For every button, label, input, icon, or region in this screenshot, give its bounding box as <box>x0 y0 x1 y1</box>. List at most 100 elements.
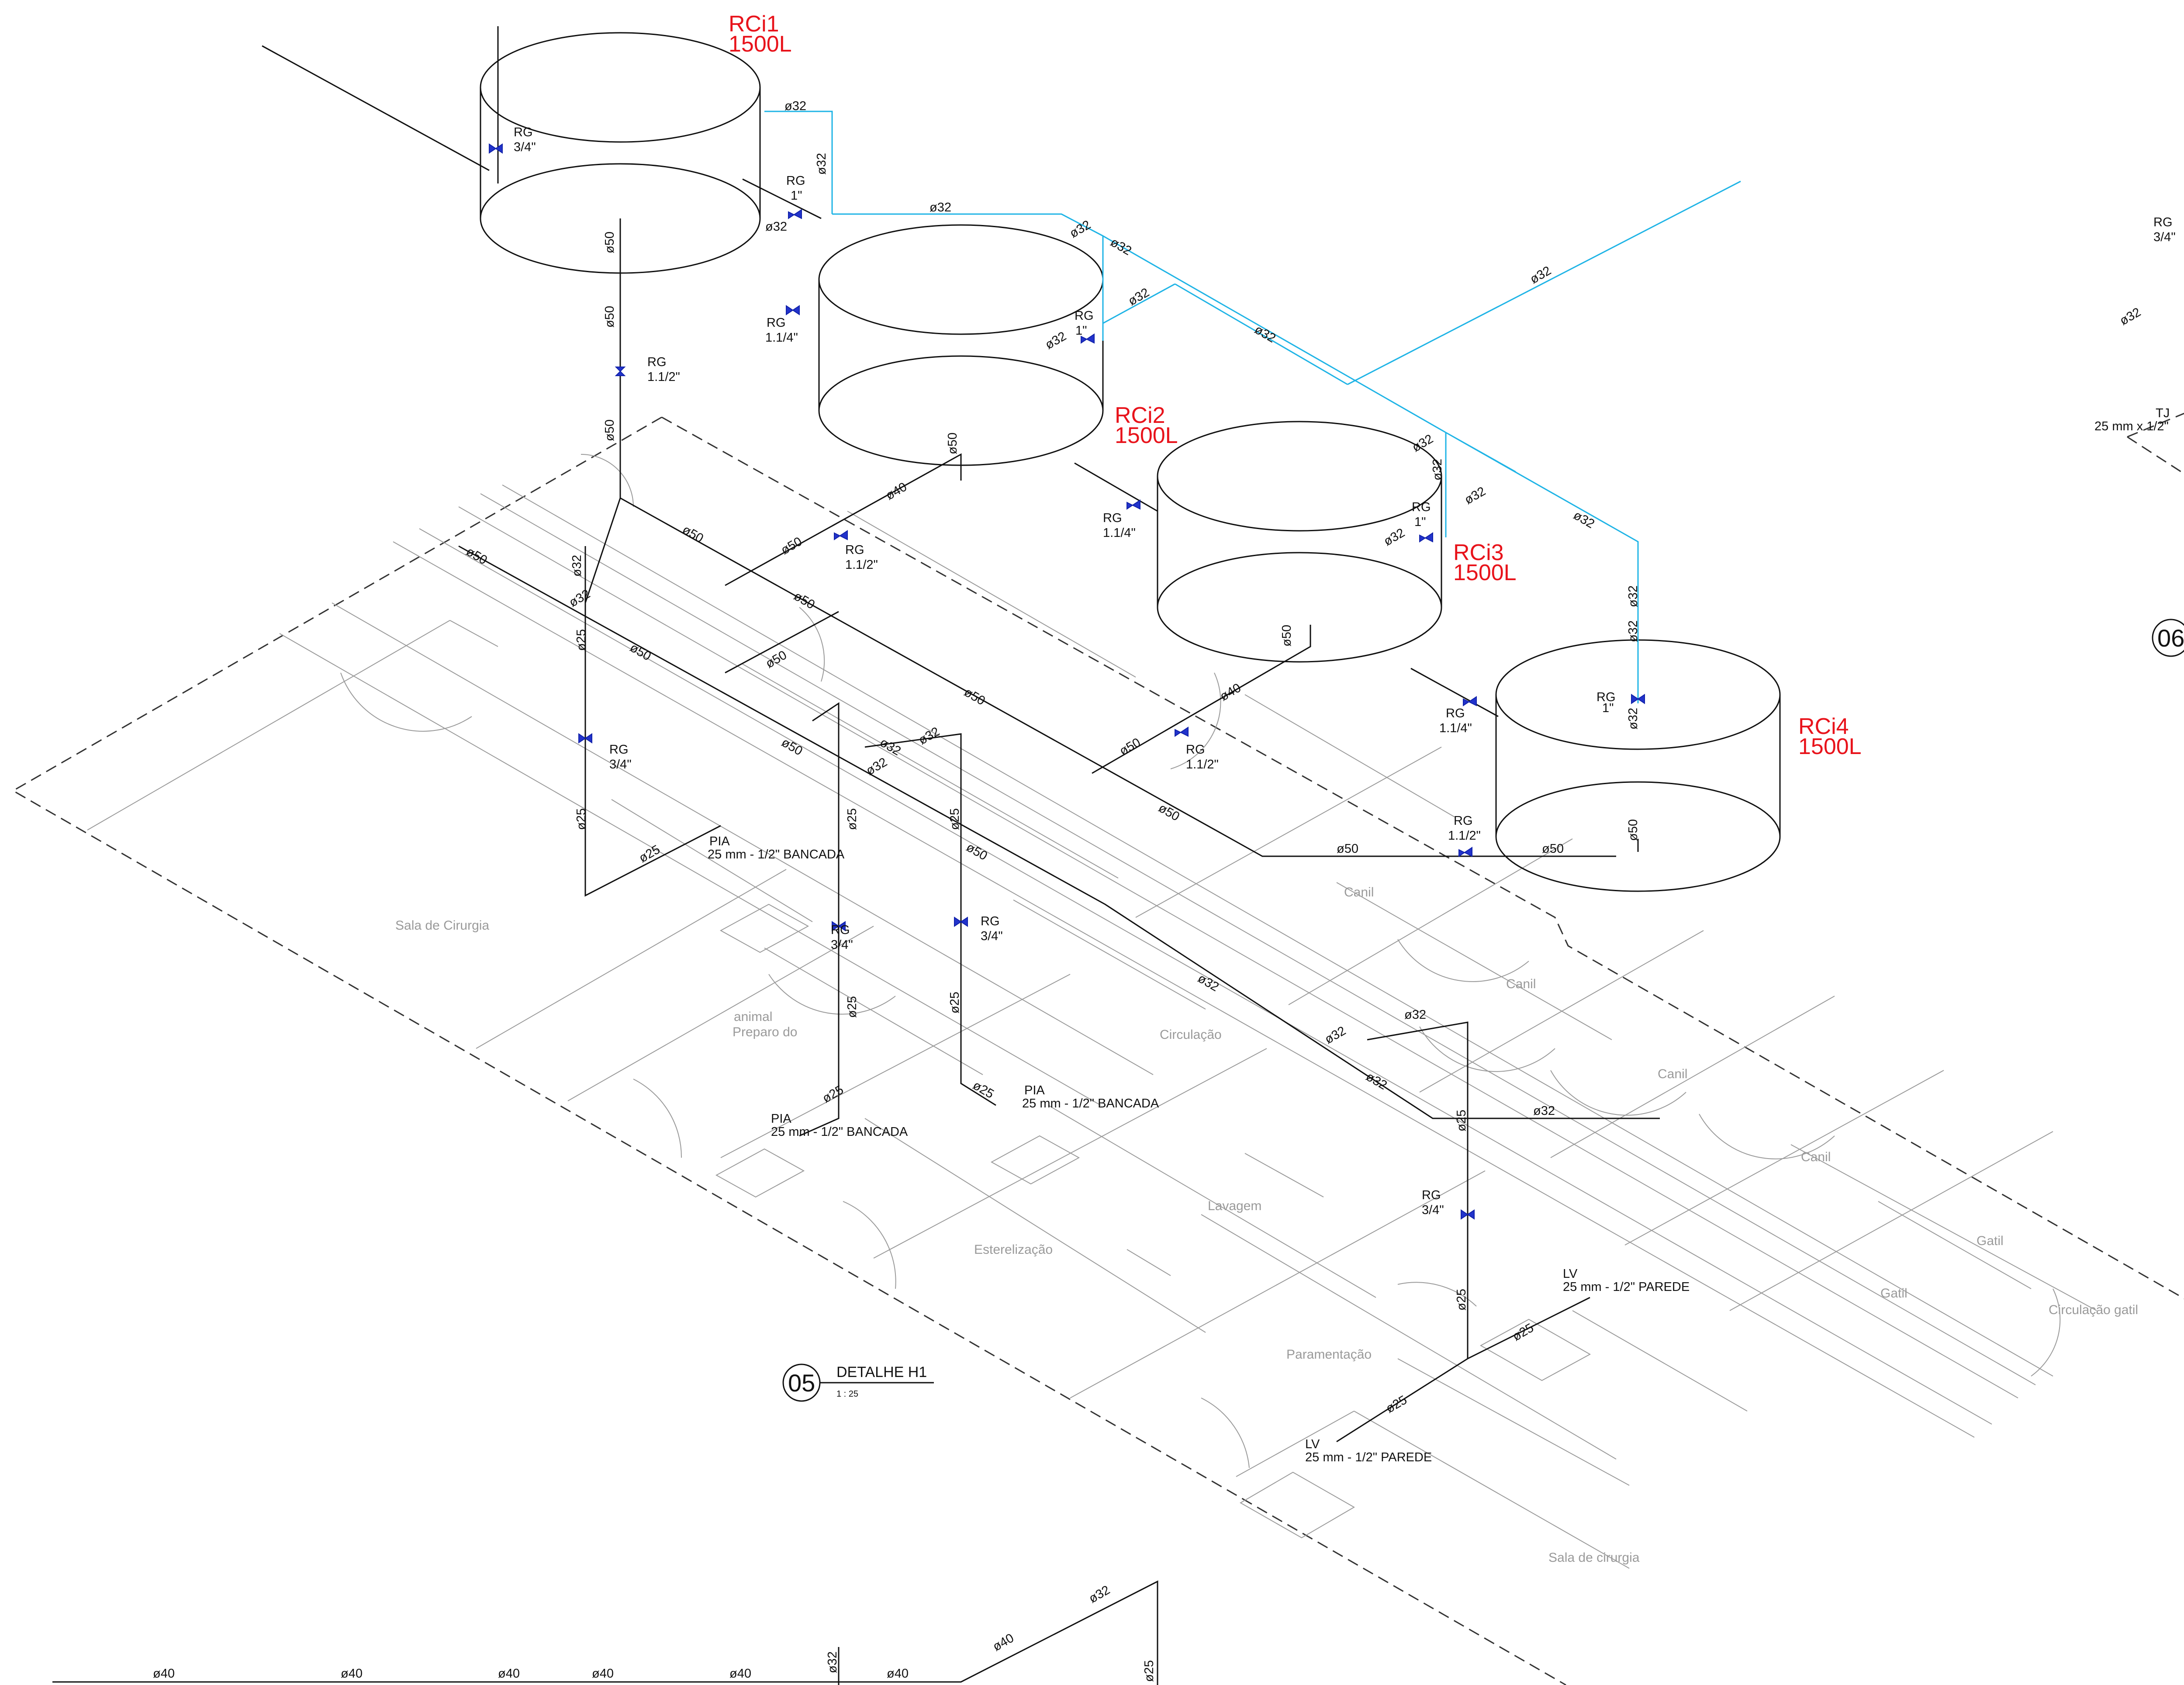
valve-label-rg: RG <box>1446 706 1465 720</box>
room-canil-4: Canil <box>1801 1150 1831 1164</box>
pipe-label: ø32 <box>1410 432 1436 455</box>
feed-line-cyan <box>764 111 1741 703</box>
tank-label-rci3-capacity: 1500L <box>1453 560 1517 585</box>
pipe-label: ø50 <box>962 685 988 708</box>
tank-label-rci4-capacity: 1500L <box>1798 734 1862 759</box>
tank-label-rci1-name: RCi1 <box>729 11 779 37</box>
tank-label-rci3-name: RCi3 <box>1453 540 1504 565</box>
sink-fixtures <box>715 903 1591 1539</box>
room-lavagem: Lavagem <box>1208 1199 1261 1213</box>
pipe-label: ø40 <box>153 1667 175 1681</box>
pipe-label: ø32 <box>1571 508 1597 531</box>
fixture-labels: PIA 25 mm - 1/2" BANCADA PIA 25 mm - 1/2… <box>708 406 2170 1464</box>
detail-title: DETALHE H1 <box>836 1364 927 1381</box>
valve-10 <box>954 917 968 927</box>
valve-label-rg: RG <box>981 914 1000 928</box>
valve-label-rg: RG <box>1103 511 1122 525</box>
fixture-pia-1-spec: 25 mm - 1/2" BANCADA <box>708 848 845 862</box>
pipe-label: ø32 <box>916 724 942 747</box>
pipe-label: ø32 <box>1087 1583 1113 1606</box>
valve-label-size: 1" <box>1075 324 1087 338</box>
valve-5 <box>1081 333 1095 344</box>
valve-4 <box>786 305 800 315</box>
valve-label-rg: RG <box>1597 690 1616 704</box>
room-gatil-1: Gatil <box>1977 1234 2004 1248</box>
valve-label-rg: RG <box>767 316 786 330</box>
pipe-label: ø32 <box>1404 1008 1426 1022</box>
detail-number: 05 <box>788 1369 815 1397</box>
fixture-pia-2: PIA <box>771 1112 791 1126</box>
pipe-label: ø50 <box>946 432 960 454</box>
tank-label-rci2-capacity: 1500L <box>1115 423 1178 448</box>
pipe-label: ø32 <box>826 1651 840 1673</box>
valve-2 <box>788 209 802 219</box>
sink-3 <box>990 1135 1080 1185</box>
pipe-label: ø40 <box>1218 681 1244 704</box>
pipe-label: ø50 <box>1542 842 1564 856</box>
valve-label-rg: RG <box>514 125 533 139</box>
pipe-label: ø25 <box>574 629 588 651</box>
fixture-lv-2: LV <box>1305 1437 1320 1451</box>
floor-outline <box>11 416 2184 1685</box>
valve-label-size: 1" <box>791 189 802 203</box>
corridor-walls <box>87 484 2097 1569</box>
detail-marker-05: 05 DETALHE H1 1 : 25 <box>782 1363 934 1402</box>
valve-label-size: 1.1/2" <box>1186 758 1219 772</box>
detail-number: 06 <box>2157 624 2184 652</box>
valve-label-size: 1.1/4" <box>1103 526 1136 540</box>
tank-label-rci1-capacity: 1500L <box>729 31 792 57</box>
pipe-label: ø50 <box>603 306 617 328</box>
valve-label-rg: RG <box>845 543 864 557</box>
pipe-label: ø25 <box>948 808 962 830</box>
pipe-label: ø32 <box>1126 285 1152 308</box>
tank-labels: RCi1 1500L RCi2 1500L RCi3 1500L RCi4 15… <box>729 11 1862 759</box>
valve-12 <box>1419 532 1433 543</box>
pipe-label: ø25 <box>948 992 962 1014</box>
pipe-diameter-labels: ø32 ø32 ø32 ø32 ø32 ø32 ø32 ø32 ø32 ø32 … <box>153 99 2143 1682</box>
pipe-label: ø32 <box>1043 329 1069 352</box>
pipe-label: ø50 <box>464 544 490 567</box>
room-preparo: Preparo do <box>733 1025 797 1039</box>
valve-label-rg: RG <box>1186 743 1205 757</box>
valve-3 <box>615 367 626 376</box>
detail-marker-06: 06 <box>2152 619 2184 657</box>
pipe-label: ø50 <box>1626 819 1640 841</box>
pipe-label: ø32 <box>784 99 806 113</box>
pipe-label: ø40 <box>991 1631 1016 1654</box>
fixture-pia-1: PIA <box>709 834 730 848</box>
valve-13 <box>1463 696 1477 706</box>
pipe-label: ø40 <box>887 1667 909 1681</box>
pipe-label: ø32 <box>1533 1104 1555 1118</box>
pipe-label: ø25 <box>1455 1110 1469 1131</box>
pipe-label: ø32 <box>1323 1024 1348 1047</box>
valve-label-rg: RG <box>2153 215 2173 229</box>
pipe-label: ø25 <box>971 1078 996 1101</box>
room-canil-2: Canil <box>1506 977 1536 991</box>
valve-label-rg: RG <box>831 923 850 937</box>
valve-label-size: 1.1/2" <box>1448 829 1481 843</box>
valve-label-size: 1.1/4" <box>765 331 798 345</box>
pipe-label: ø32 <box>567 587 593 610</box>
valve-label-size: 1" <box>1602 701 1614 715</box>
pipe-label: ø32 <box>1364 1069 1389 1093</box>
valve-9 <box>832 921 846 931</box>
pipes-cold-cyan <box>764 111 1741 703</box>
pipe-label: ø32 <box>815 153 829 175</box>
pipe-label: ø25 <box>845 996 859 1018</box>
valve-14 <box>1631 694 1645 704</box>
valve-label-size: 1.1/2" <box>647 370 680 384</box>
pipe-network <box>52 26 1660 1685</box>
valve-label-size: 1.1/2" <box>845 558 878 572</box>
pipe-label: ø32 <box>1108 235 1134 258</box>
valve-label-size: 1" <box>1414 515 1426 529</box>
pipe-label: ø32 <box>570 555 584 577</box>
floor-outline-right <box>2127 412 2184 474</box>
pipe-label: ø32 <box>878 735 903 758</box>
door-swings <box>340 454 2061 1468</box>
room-paramentacao: Paramentação <box>1286 1347 1372 1362</box>
room-sala-cirurgia: Sala de Cirurgia <box>395 918 489 933</box>
valve-label-rg: RG <box>786 174 805 188</box>
valve-7 <box>1127 499 1140 510</box>
detail-scale: 1 : 25 <box>836 1389 858 1399</box>
pipe-label: ø40 <box>341 1667 363 1681</box>
